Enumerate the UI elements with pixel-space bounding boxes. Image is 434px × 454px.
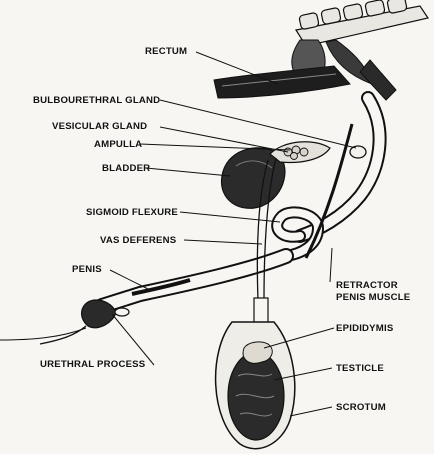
label-rectum: RECTUM: [145, 46, 187, 57]
epididymis: [243, 342, 272, 363]
label-vesicular-gland: VESICULAR GLAND: [52, 121, 147, 132]
spine-vertebrae: [296, 0, 428, 46]
label-retractor-line2: PENIS MUSCLE: [336, 292, 410, 303]
label-vas-deferens: VAS DEFERENS: [100, 235, 176, 246]
label-urethral-process: URETHRAL PROCESS: [40, 359, 145, 370]
bulbourethral-gland: [350, 146, 366, 158]
spermatic-cord: [254, 298, 268, 324]
label-bladder: BLADDER: [102, 163, 150, 174]
label-retractor-line1: RETRACTOR: [336, 280, 398, 291]
label-ampulla: AMPULLA: [94, 139, 142, 150]
rectum: [214, 66, 350, 98]
label-scrotum: SCROTUM: [336, 402, 386, 413]
label-penis: PENIS: [72, 264, 102, 275]
label-epididymis: EPIDIDYMIS: [336, 323, 393, 334]
label-sigmoid-flexure: SIGMOID FLEXURE: [86, 207, 178, 218]
label-bulbourethral-gland: BULBOURETHRAL GLAND: [33, 95, 160, 106]
label-testicle: TESTICLE: [336, 363, 384, 374]
